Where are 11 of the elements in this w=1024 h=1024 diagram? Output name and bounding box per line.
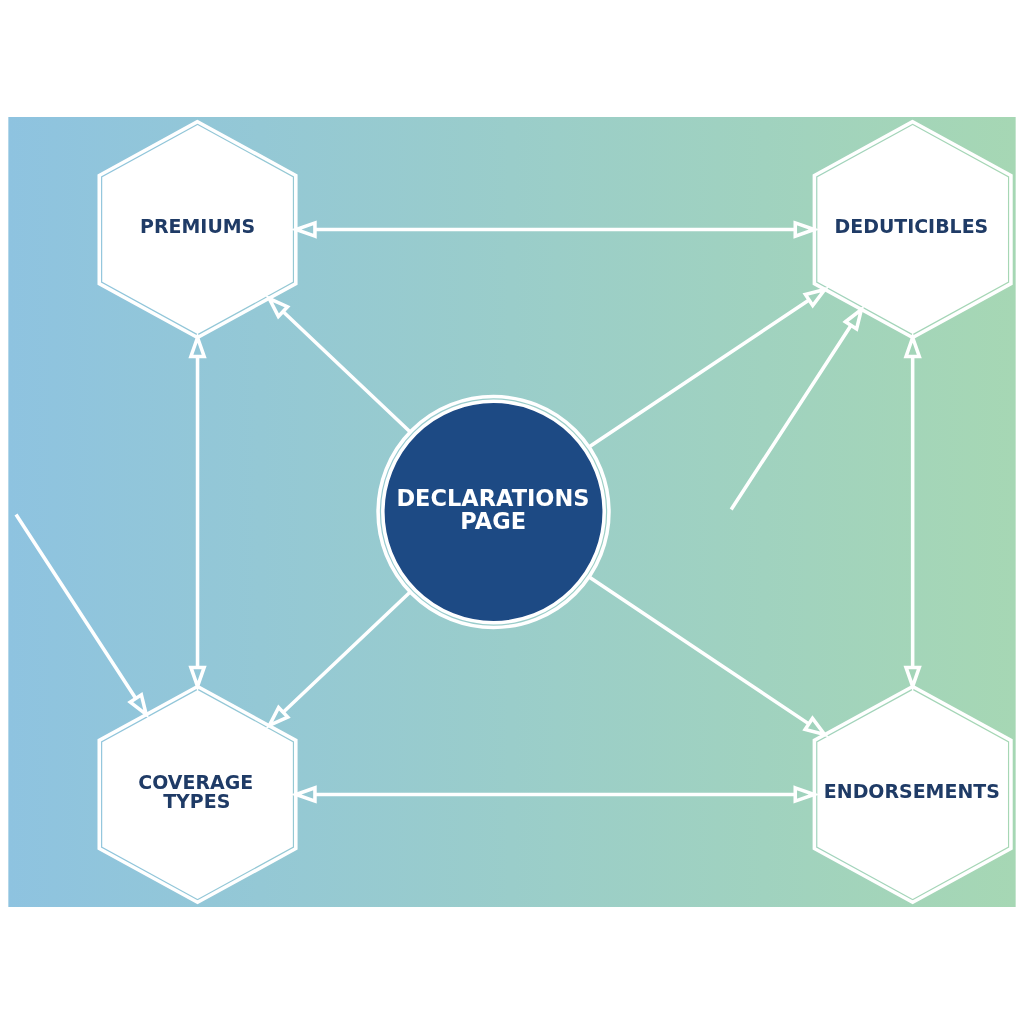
arrow: [290, 220, 820, 239]
arrow: [265, 591, 412, 729]
arrow: [588, 286, 830, 449]
arrow: [188, 332, 207, 692]
arrow: [729, 305, 865, 511]
arrow: [290, 785, 820, 804]
arrow: [265, 294, 412, 433]
arrow: [903, 332, 922, 692]
arrow: [14, 513, 150, 719]
node-circle: DECLARATIONS PAGE: [376, 394, 611, 630]
arrow: [588, 575, 830, 738]
